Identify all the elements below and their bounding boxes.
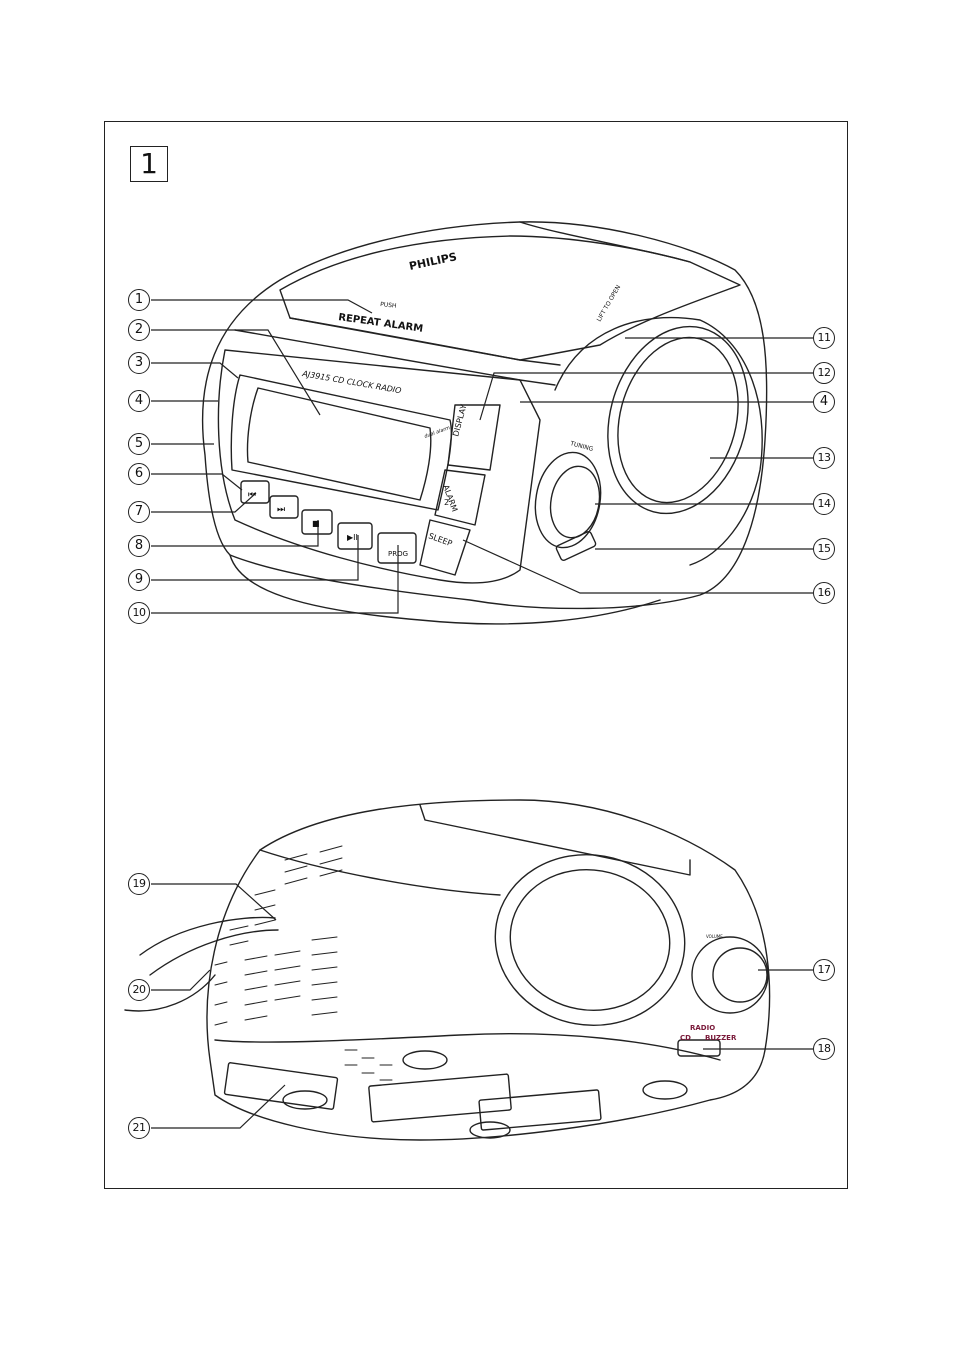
callout-17: 17 <box>813 959 835 981</box>
callout-2: 2 <box>128 319 150 341</box>
alarm2-button-shape <box>434 469 486 526</box>
source-switch-shape <box>555 531 597 561</box>
callout-5: 5 <box>128 433 150 455</box>
next-button-shape <box>269 495 299 519</box>
callout-1: 1 <box>128 289 150 311</box>
sleep-label: SLEEP <box>427 531 453 548</box>
alarm-2-label: 2 <box>444 498 449 507</box>
repeat-alarm-label: REPEAT ALARM <box>338 312 424 335</box>
mode-switch-shape <box>677 1039 721 1057</box>
battery-door <box>223 1062 339 1110</box>
foot-4 <box>642 1080 688 1100</box>
play-button-shape <box>337 522 373 550</box>
volume-knob-outer <box>691 936 769 1014</box>
tuning-knob <box>549 465 601 539</box>
prog-label: PROG <box>388 550 408 558</box>
prev-symbol: ⏮ <box>248 490 256 500</box>
callout-7: 7 <box>128 501 150 523</box>
next-symbol: ⏭ <box>277 505 285 515</box>
cd-label: CD <box>680 1034 691 1042</box>
prev-button-shape <box>240 480 270 504</box>
rear-speaker <box>494 853 686 1027</box>
prog-button-shape <box>377 532 417 564</box>
volume-knob <box>712 947 768 1003</box>
callout-18: 18 <box>813 1038 835 1060</box>
callout-16: 16 <box>813 582 835 604</box>
callout-15: 15 <box>813 538 835 560</box>
callout-10: 10 <box>128 602 150 624</box>
callout-3: 3 <box>128 352 150 374</box>
tuning-label: TUNING <box>569 440 595 453</box>
callout-4-right: 4 <box>813 391 835 413</box>
foot-3 <box>469 1121 511 1139</box>
foot-2 <box>282 1090 328 1110</box>
front-panel <box>217 349 541 584</box>
stop-button-shape <box>301 509 333 535</box>
figure-number: 1 <box>130 146 168 182</box>
speaker-grille <box>607 325 749 515</box>
foot-1 <box>402 1050 448 1070</box>
callout-12: 12 <box>813 362 835 384</box>
lift-to-open-label: LIFT TO OPEN <box>596 284 623 323</box>
sleep-button-shape <box>419 519 471 576</box>
lcd-frame <box>230 374 453 511</box>
buzzer-label: BUZZER <box>705 1034 737 1042</box>
volume-label: VOLUME <box>706 934 723 939</box>
callout-4-left: 4 <box>128 390 150 412</box>
figure-frame <box>104 121 848 1189</box>
power-cord <box>139 916 276 956</box>
tuning-knob-outer <box>534 451 602 549</box>
play-symbol: ▶II <box>347 533 358 542</box>
underside-body <box>206 799 771 1141</box>
callout-13: 13 <box>813 447 835 469</box>
lcd-screen <box>246 387 432 501</box>
callout-9: 9 <box>128 569 150 591</box>
callout-20: 20 <box>128 979 150 1001</box>
callout-8: 8 <box>128 535 150 557</box>
callout-11: 11 <box>813 327 835 349</box>
radio-body-outline <box>201 221 768 610</box>
brand-label: PHILIPS <box>408 250 458 273</box>
callout-14: 14 <box>813 493 835 515</box>
callout-6: 6 <box>128 463 150 485</box>
callout-19: 19 <box>128 873 150 895</box>
push-label: PUSH <box>380 301 397 310</box>
radio-label: RADIO <box>690 1024 715 1032</box>
stop-symbol: ■ <box>312 519 320 528</box>
callout-21: 21 <box>128 1117 150 1139</box>
